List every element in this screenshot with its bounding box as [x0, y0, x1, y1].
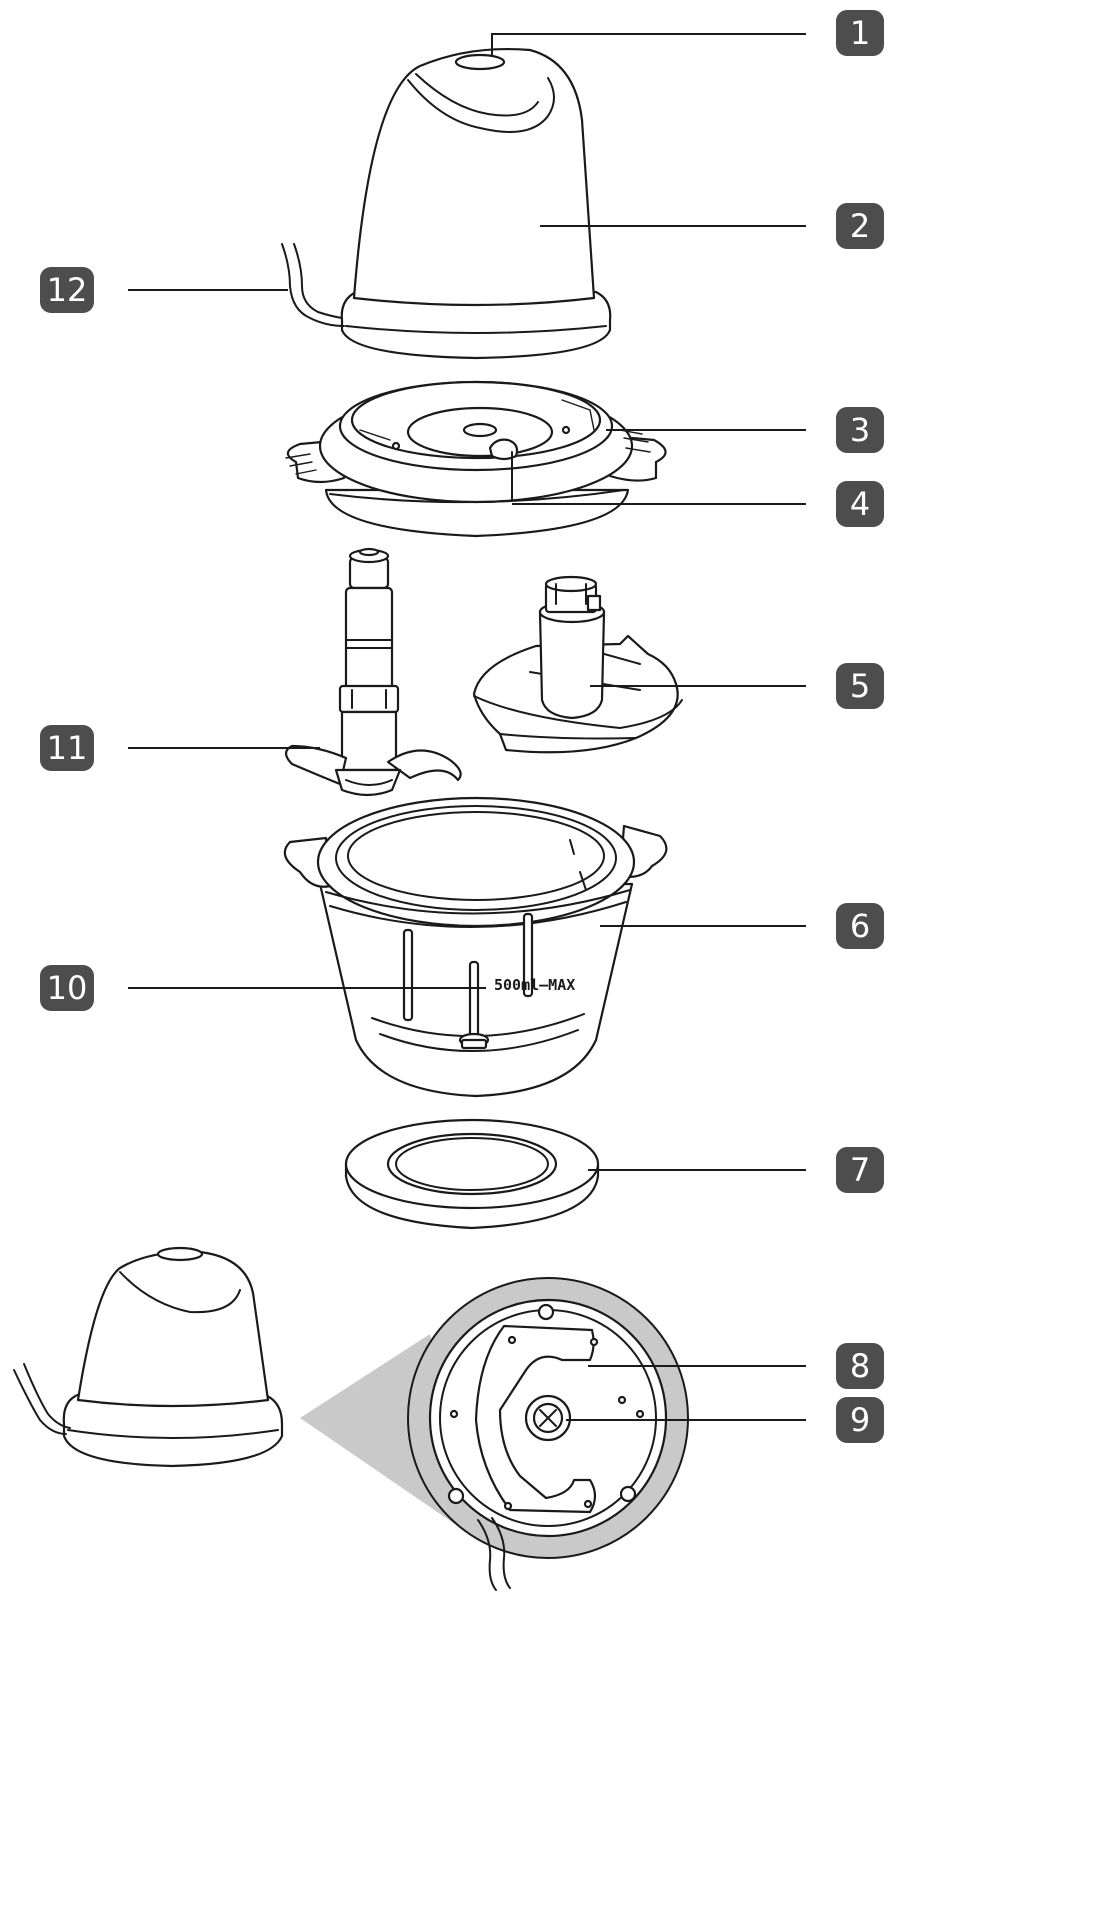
callout-9: 9 [836, 1397, 884, 1443]
underside-detail [300, 1277, 689, 1591]
leader-lines [128, 33, 806, 1421]
callout-1: 1 [836, 10, 884, 56]
callout-5: 5 [836, 663, 884, 709]
motor-unit [281, 47, 612, 360]
svg-text:1: 1 [850, 14, 870, 52]
svg-text:3: 3 [850, 411, 870, 449]
svg-text:9: 9 [850, 1401, 870, 1439]
power-button [454, 53, 506, 71]
svg-text:11: 11 [47, 729, 88, 767]
svg-text:10: 10 [47, 969, 88, 1007]
callout-2: 2 [836, 203, 884, 249]
callout-10: 10 [40, 965, 94, 1011]
svg-text:2: 2 [850, 207, 870, 245]
callout-7: 7 [836, 1147, 884, 1193]
glass-bowl: 500ml–MAX [283, 796, 668, 1098]
svg-text:8: 8 [850, 1347, 870, 1385]
svg-text:5: 5 [850, 667, 870, 705]
callout-8: 8 [836, 1343, 884, 1389]
svg-text:6: 6 [850, 907, 870, 945]
power-cord-secondary [13, 1363, 71, 1435]
svg-text:12: 12 [47, 271, 88, 309]
callout-12: 12 [40, 267, 94, 313]
blade-assembly [284, 547, 462, 797]
svg-text:7: 7 [850, 1151, 870, 1189]
power-cord [281, 243, 345, 327]
max-fill-mark: 500ml–MAX [494, 976, 575, 994]
lid [285, 380, 667, 538]
callout-3: 3 [836, 407, 884, 453]
base-ring [344, 1118, 600, 1230]
motor-unit-secondary [13, 1246, 284, 1468]
callout-4: 4 [836, 481, 884, 527]
svg-text:4: 4 [850, 485, 870, 523]
callout-6: 6 [836, 903, 884, 949]
callout-11: 11 [40, 725, 94, 771]
splash-guard [472, 575, 683, 754]
